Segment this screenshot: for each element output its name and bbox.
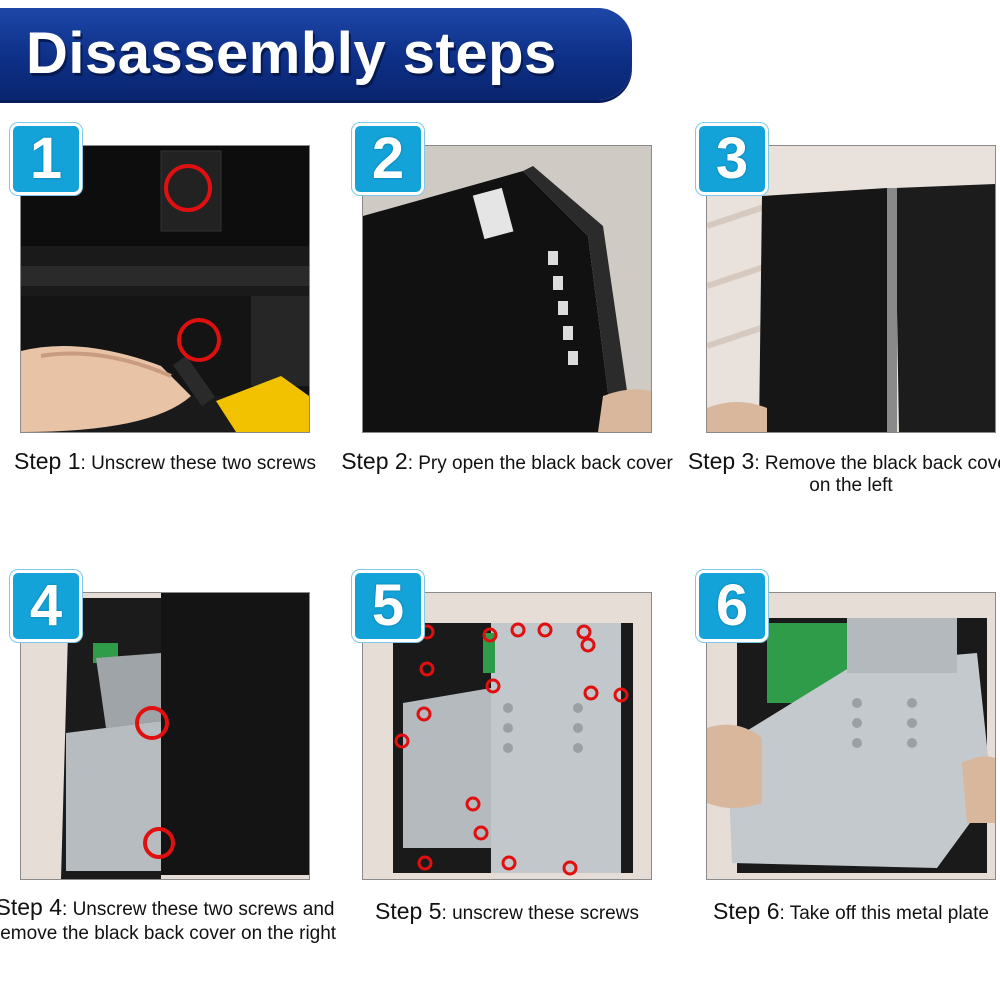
step-number-badge: 4 xyxy=(10,570,82,642)
step-5-caption: Step 5: unscrew these screws xyxy=(332,900,682,925)
step-6-photo xyxy=(706,592,996,880)
title-banner: Disassembly steps xyxy=(0,8,632,100)
step-number-badge: 5 xyxy=(352,570,424,642)
step-description: : Take off this metal plate xyxy=(779,903,989,924)
step-number-badge: 6 xyxy=(696,570,768,642)
highlight-circle xyxy=(164,164,212,212)
step-label: Step 6 xyxy=(713,898,780,924)
step-number-badge: 1 xyxy=(10,123,82,195)
highlight-circle xyxy=(143,827,175,859)
step-label: Step 1 xyxy=(14,448,81,474)
highlight-circle xyxy=(177,318,221,362)
step-4-caption: Step 4: Unscrew these two screws and rem… xyxy=(0,895,340,946)
step-description: : Unscrew these two screws and remove th… xyxy=(0,899,337,944)
step-number-badge: 3 xyxy=(696,123,768,195)
step-description: : Unscrew these two screws xyxy=(80,453,316,474)
step-description: : Pry open the black back cover xyxy=(407,453,673,474)
step-1-caption: Step 1: Unscrew these two screws xyxy=(0,450,340,475)
step-number-badge: 2 xyxy=(352,123,424,195)
step-description: : unscrew these screws xyxy=(441,903,639,924)
step-label: Step 3 xyxy=(687,448,755,474)
highlight-circle xyxy=(135,706,169,740)
step-2-caption: Step 2: Pry open the black back cover xyxy=(332,450,682,475)
step-6-caption: Step 6: Take off this metal plate xyxy=(676,900,1000,925)
step-label: Step 5 xyxy=(375,898,442,924)
step-label: Step 2 xyxy=(341,448,408,474)
step-3-caption: Step 3: Remove the black back cover on t… xyxy=(676,450,1000,497)
page-title: Disassembly steps xyxy=(26,21,557,86)
step-description: : Remove the black back cover on the lef… xyxy=(754,453,1000,496)
step-label: Step 4 xyxy=(0,894,63,920)
